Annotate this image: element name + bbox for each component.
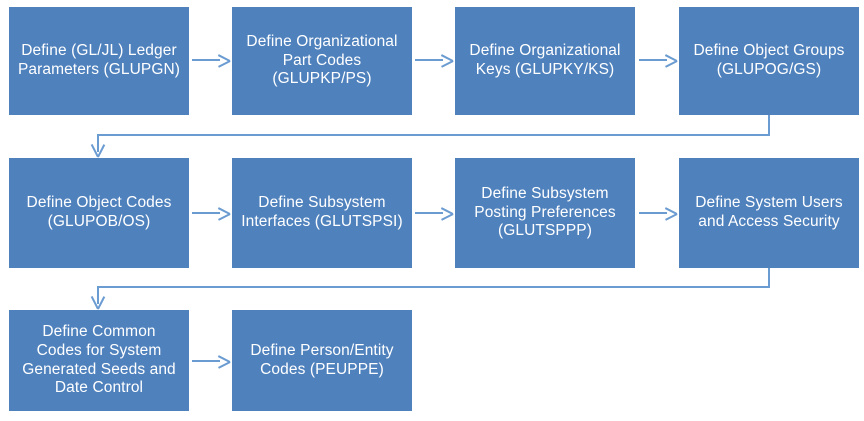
flow-node-define-object-groups[interactable]: Define Object Groups (GLUPOG/GS) (679, 7, 859, 115)
flow-node-label: Define Object Groups (GLUPOG/GS) (693, 42, 845, 78)
arrow-right-icon-n6-n7 (415, 206, 453, 220)
connector-segment-down-row1 (768, 115, 770, 135)
arrow-right-icon-n5-n6 (192, 206, 230, 220)
flow-node-label: Define Subsystem Interfaces (GLUTSPSI) (241, 194, 403, 230)
flow-node-define-system-users[interactable]: Define System Users and Access Security (679, 158, 859, 268)
flow-node-label: Define Organizational Part Codes (GLUPKP… (246, 32, 398, 88)
connector-segment-left-row2 (97, 286, 770, 288)
connector-segment-left-row1 (97, 134, 770, 136)
flow-node-define-ledger-parameters[interactable]: Define (GL/JL) Ledger Parameters (GLUPGN… (9, 7, 189, 115)
arrow-right-icon-n3-n4 (639, 53, 677, 67)
connector-segment-down-row2 (768, 268, 770, 287)
arrow-right-icon-n7-n8 (639, 206, 677, 220)
flow-node-define-person-entity-codes[interactable]: Define Person/Entity Codes (PEUPPE) (232, 310, 412, 411)
arrow-down-icon-row2-row3 (90, 295, 104, 308)
arrow-right-icon-n1-n2 (192, 53, 230, 67)
flow-node-label: Define System Users and Access Security (695, 194, 843, 230)
arrow-down-icon-row1-row2 (90, 143, 104, 156)
flow-node-define-common-codes[interactable]: Define Common Codes for System Generated… (9, 310, 189, 411)
flow-node-define-object-codes[interactable]: Define Object Codes (GLUPOB/OS) (9, 158, 189, 268)
flow-node-label: Define (GL/JL) Ledger Parameters (GLUPGN… (17, 42, 181, 78)
flow-node-label: Define Common Codes for System Generated… (22, 322, 176, 397)
flow-node-label: Define Object Codes (GLUPOB/OS) (26, 194, 172, 230)
arrow-right-icon-n9-n10 (192, 354, 230, 368)
flow-node-label: Define Person/Entity Codes (PEUPPE) (250, 341, 394, 378)
flow-node-define-subsystem-posting-preferences[interactable]: Define Subsystem Posting Preferences (GL… (455, 158, 635, 268)
flow-node-define-org-keys[interactable]: Define Organizational Keys (GLUPKY/KS) (455, 7, 635, 115)
flow-node-label: Define Subsystem Posting Preferences (GL… (474, 184, 616, 240)
flow-node-define-org-part-codes[interactable]: Define Organizational Part Codes (GLUPKP… (232, 7, 412, 115)
flow-node-label: Define Organizational Keys (GLUPKY/KS) (469, 42, 621, 78)
flow-node-define-subsystem-interfaces[interactable]: Define Subsystem Interfaces (GLUTSPSI) (232, 158, 412, 268)
arrow-right-icon-n2-n3 (415, 53, 453, 67)
